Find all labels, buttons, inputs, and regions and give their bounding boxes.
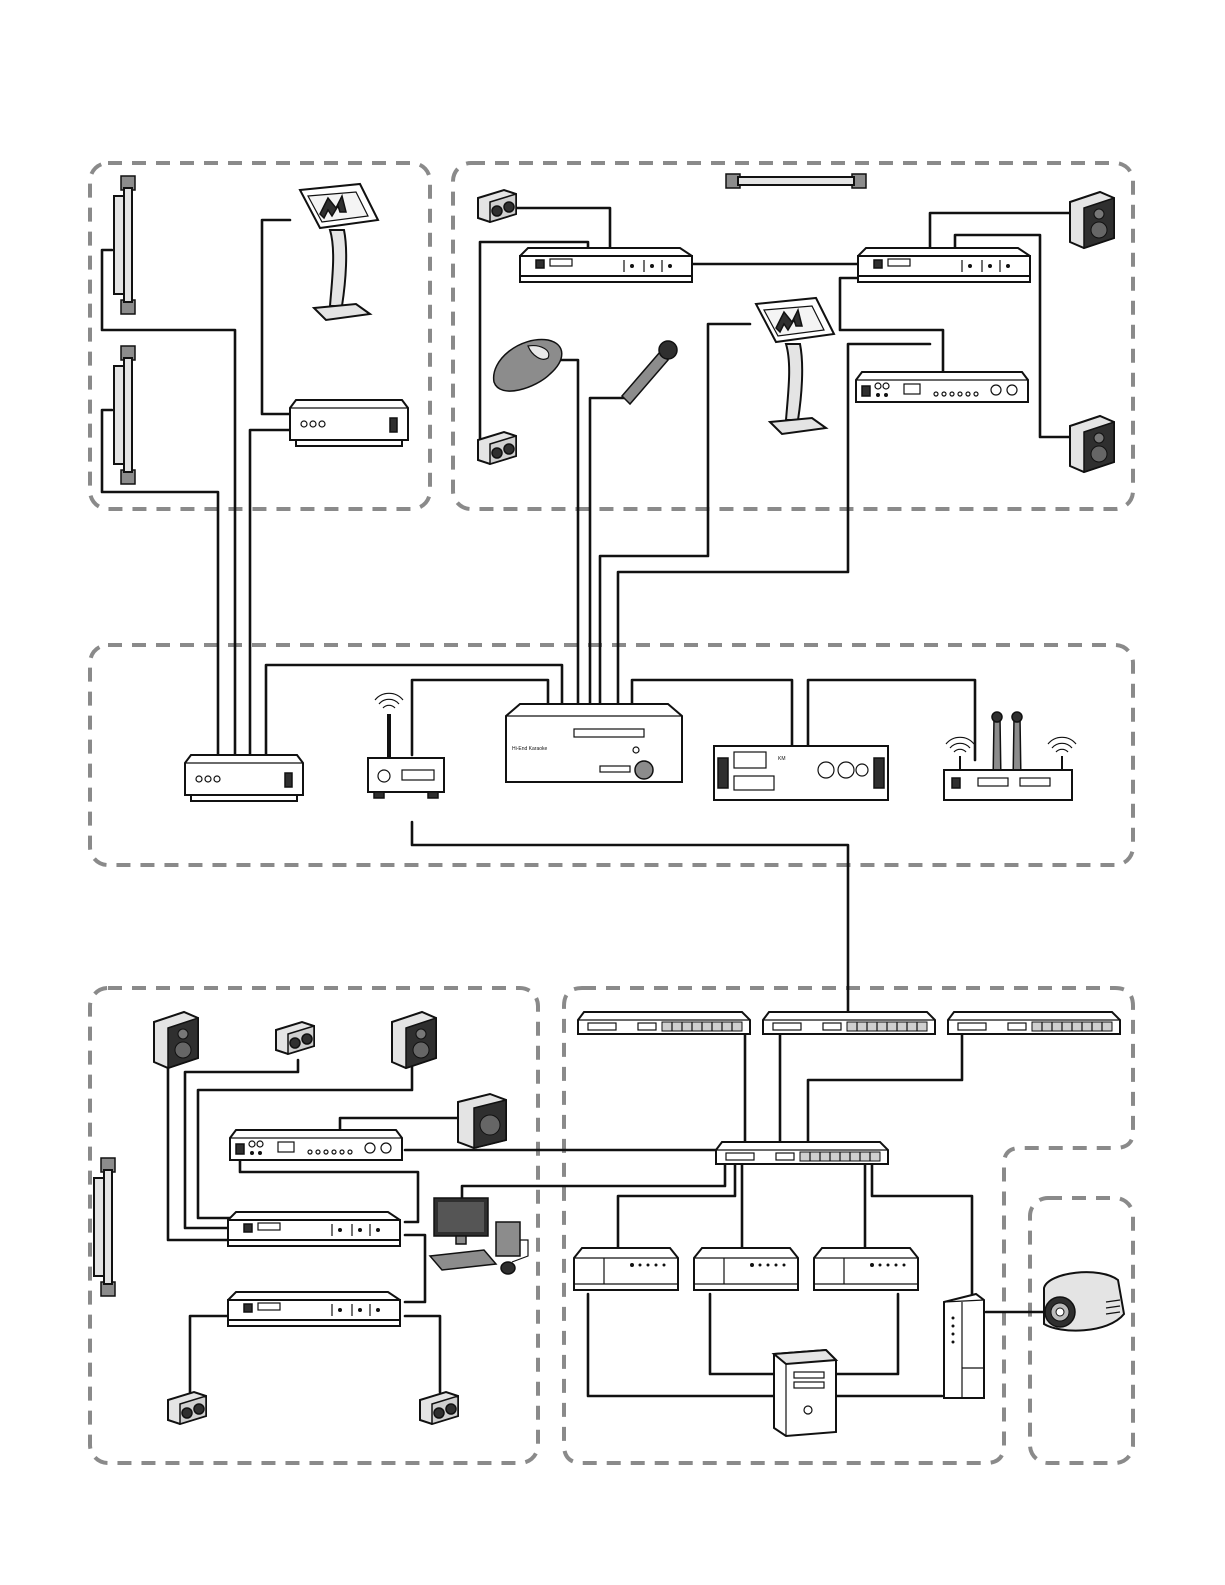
- network-switch-icon: [763, 1012, 935, 1034]
- speaker-icon: [1070, 416, 1114, 472]
- touch-panel-icon: [756, 298, 834, 434]
- speaker-icon: [276, 1022, 314, 1054]
- network-switch-icon: [578, 1012, 750, 1034]
- speaker-icon: [478, 432, 516, 464]
- speaker-icon: [392, 1012, 436, 1068]
- power-amp-icon: [520, 248, 692, 282]
- tv-panel-icon: [726, 174, 866, 188]
- projector-icon: [1044, 1272, 1124, 1330]
- speaker-icon: [154, 1012, 198, 1068]
- touch-panel-icon: [300, 184, 378, 320]
- speaker-icon: [1070, 192, 1114, 248]
- power-amp-icon: [228, 1292, 400, 1326]
- microphone-icon: [622, 341, 677, 404]
- set-top-box-icon: [185, 755, 303, 801]
- server-icon: [574, 1248, 678, 1290]
- network-switch-icon: [948, 1012, 1120, 1034]
- set-top-box-icon: [290, 400, 408, 446]
- server-icon: [814, 1248, 918, 1290]
- desktop-pc-icon: [430, 1198, 528, 1274]
- player-brand: Hi-End Karaoke: [512, 746, 548, 752]
- network-switch-icon: [716, 1142, 888, 1164]
- wifi-router-icon: [368, 693, 444, 798]
- tv-panel-icon: [94, 1158, 115, 1296]
- zone-room-top-left: [90, 163, 430, 509]
- mixer-icon: [230, 1130, 402, 1160]
- karaoke-player-icon: Hi-End Karaoke: [506, 704, 682, 782]
- speaker-icon: [420, 1392, 458, 1424]
- karaoke-amplifier-icon: KM: [714, 746, 888, 800]
- wireless-mic-receiver-icon: [944, 712, 1076, 800]
- tv-panel-icon: [114, 176, 135, 314]
- subwoofer-icon: [458, 1094, 506, 1148]
- mouse-icon: [494, 340, 562, 392]
- pc-tower-icon: [774, 1350, 836, 1436]
- speaker-icon: [168, 1392, 206, 1424]
- server-icon: [944, 1294, 984, 1398]
- power-amp-icon: [228, 1212, 400, 1246]
- mixer-icon: [856, 372, 1028, 402]
- zone-network-rack: [564, 988, 1133, 1463]
- power-amp-icon: [858, 248, 1030, 282]
- tv-panel-icon: [114, 346, 135, 484]
- amplifier-brand: KM: [778, 756, 786, 762]
- speaker-icon: [478, 190, 516, 222]
- server-icon: [694, 1248, 798, 1290]
